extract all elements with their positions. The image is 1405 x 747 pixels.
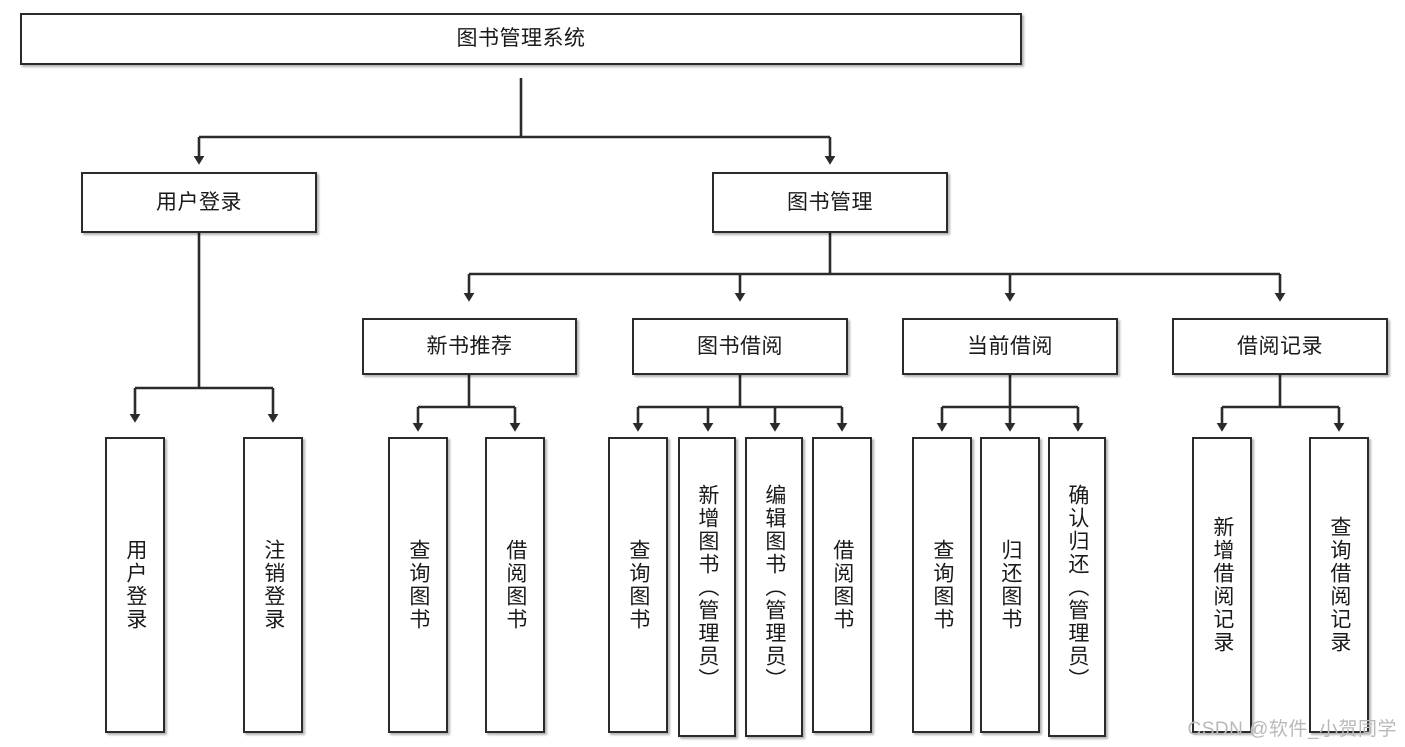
leaf-add-borrow-record[interactable]: 新增借阅记录 [1192,437,1252,733]
leaf-query-book-2-label: 查询图书 [626,539,650,631]
node-current-borrow[interactable]: 当前借阅 [902,318,1118,375]
leaf-edit-book-admin-label: 编辑图书（管理员） [762,483,786,691]
leaf-borrow-book-2-label: 借阅图书 [830,539,854,631]
leaf-user-logout-label: 注销登录 [261,539,285,631]
leaf-query-book-1-label: 查询图书 [406,539,430,631]
leaf-borrow-book-1[interactable]: 借阅图书 [485,437,545,733]
leaf-query-book-2[interactable]: 查询图书 [608,437,668,733]
node-book-borrow[interactable]: 图书借阅 [632,318,848,375]
node-user-login[interactable]: 用户登录 [81,172,317,233]
leaf-user-logout[interactable]: 注销登录 [243,437,303,733]
leaf-add-book-admin[interactable]: 新增图书（管理员） [678,437,736,737]
node-new-book-recommend-label: 新书推荐 [426,334,513,358]
leaf-query-book-3[interactable]: 查询图书 [912,437,972,733]
leaf-confirm-return-admin-label: 确认归还（管理员） [1065,483,1089,691]
watermark: CSDN @软件_小贺同学 [1187,719,1397,740]
node-book-borrow-label: 图书借阅 [697,334,783,358]
node-user-login-label: 用户登录 [156,190,242,214]
leaf-confirm-return-admin[interactable]: 确认归还（管理员） [1048,437,1106,737]
leaf-user-login-label: 用户登录 [123,539,147,631]
node-current-borrow-label: 当前借阅 [967,334,1053,358]
node-borrow-record[interactable]: 借阅记录 [1172,318,1388,375]
leaf-borrow-book-2[interactable]: 借阅图书 [812,437,872,733]
leaf-return-book-label: 归还图书 [998,539,1022,631]
leaf-query-borrow-record-label: 查询借阅记录 [1327,516,1351,654]
leaf-borrow-book-1-label: 借阅图书 [503,539,527,631]
node-borrow-record-label: 借阅记录 [1237,334,1323,358]
node-book-manage[interactable]: 图书管理 [712,172,948,233]
node-root-label: 图书管理系统 [456,27,586,51]
leaf-query-borrow-record[interactable]: 查询借阅记录 [1309,437,1369,733]
leaf-query-book-3-label: 查询图书 [930,539,954,631]
leaf-edit-book-admin[interactable]: 编辑图书（管理员） [745,437,803,737]
leaf-add-borrow-record-label: 新增借阅记录 [1210,516,1234,654]
node-book-manage-label: 图书管理 [787,190,873,214]
node-new-book-recommend[interactable]: 新书推荐 [362,318,577,375]
leaf-return-book[interactable]: 归还图书 [980,437,1040,733]
leaf-user-login[interactable]: 用户登录 [105,437,165,733]
node-root[interactable]: 图书管理系统 [20,13,1022,65]
leaf-query-book-1[interactable]: 查询图书 [388,437,448,733]
leaf-add-book-admin-label: 新增图书（管理员） [695,483,719,691]
